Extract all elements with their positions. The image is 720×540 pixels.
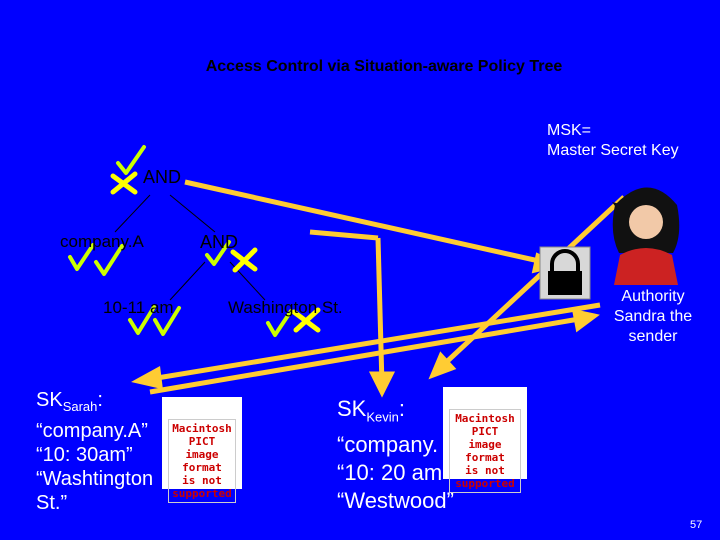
authority-label: Authority Sandra the sender bbox=[608, 287, 698, 347]
cross-icon bbox=[230, 247, 258, 273]
arrow-sarah-to-authority-head bbox=[571, 308, 600, 333]
sarah-attr-2: “10: 30am” bbox=[36, 444, 133, 466]
check-icon bbox=[153, 306, 181, 336]
sarah-pict-placeholder: Macintosh PICT image format is not suppo… bbox=[162, 397, 242, 503]
check-icon bbox=[266, 309, 293, 337]
tree-edge-root-company bbox=[114, 194, 151, 233]
authority-label-line2: Sandra the bbox=[613, 308, 693, 325]
check-icon bbox=[94, 244, 124, 276]
arrow-tree-to-authority bbox=[184, 179, 549, 266]
arrow-tree-to-kevin-head bbox=[368, 371, 396, 398]
sarah-secret-key: SKSarah: “company.A” “10: 30am” “Washtin… bbox=[36, 388, 153, 515]
cross-icon bbox=[110, 171, 138, 195]
arrow-sarah-to-authority bbox=[149, 315, 586, 395]
slide-title: Access Control via Situation-aware Polic… bbox=[205, 58, 563, 75]
tree-node-root-and: AND bbox=[143, 167, 182, 187]
arrow-authority-to-kevin bbox=[438, 195, 626, 370]
check-icon bbox=[205, 240, 231, 266]
arrow-tree-to-kevin-down bbox=[375, 237, 385, 386]
msk-label-line2: Master Secret Key bbox=[547, 142, 679, 159]
sarah-attr-1: “company.A” bbox=[36, 420, 148, 442]
arrow-tree-to-kevin bbox=[309, 229, 379, 241]
check-icon bbox=[116, 145, 146, 175]
arrow-authority-to-sarah-head bbox=[131, 366, 163, 390]
sarah-key-heading: SKSarah: bbox=[36, 389, 103, 414]
kevin-pict-placeholder: Macintosh PICT image format is not suppo… bbox=[443, 387, 527, 493]
lock-icon bbox=[539, 246, 591, 300]
msk-label-line1: MSK= bbox=[547, 122, 592, 139]
authority-label-line1: Authority bbox=[621, 288, 685, 305]
msk-label: MSK= Master Secret Key bbox=[547, 121, 679, 161]
check-icon bbox=[128, 305, 156, 335]
check-icon bbox=[68, 243, 95, 271]
kevin-attr-3: “Westwood” bbox=[337, 488, 454, 514]
tree-leaf-time: 10-11 am bbox=[103, 298, 174, 317]
tree-leaf-company: company.A bbox=[60, 232, 144, 251]
tree-edge-inner-time bbox=[169, 261, 206, 301]
kevin-secret-key: SKKevin: “company. “10: 20 am “Westwood” bbox=[337, 395, 454, 515]
cross-icon bbox=[291, 307, 321, 333]
authority-label-line3: sender bbox=[628, 328, 678, 345]
kevin-attr-1: “company. bbox=[337, 432, 439, 458]
sarah-attr-4: St.” bbox=[36, 492, 68, 514]
kevin-key-heading: SKKevin: bbox=[337, 396, 406, 425]
tree-leaf-location: Washington St. bbox=[228, 298, 343, 317]
tree-node-inner-and: AND bbox=[200, 232, 239, 252]
tree-edge-root-inner bbox=[169, 194, 216, 233]
arrow-authority-to-sarah bbox=[144, 302, 601, 383]
sarah-attr-3: “Washtington bbox=[36, 468, 154, 490]
authority-avatar-icon bbox=[612, 187, 680, 285]
page-number: 57 bbox=[690, 519, 703, 531]
kevin-attr-2: “10: 20 am bbox=[337, 460, 443, 486]
arrow-authority-to-kevin-head bbox=[428, 351, 457, 380]
